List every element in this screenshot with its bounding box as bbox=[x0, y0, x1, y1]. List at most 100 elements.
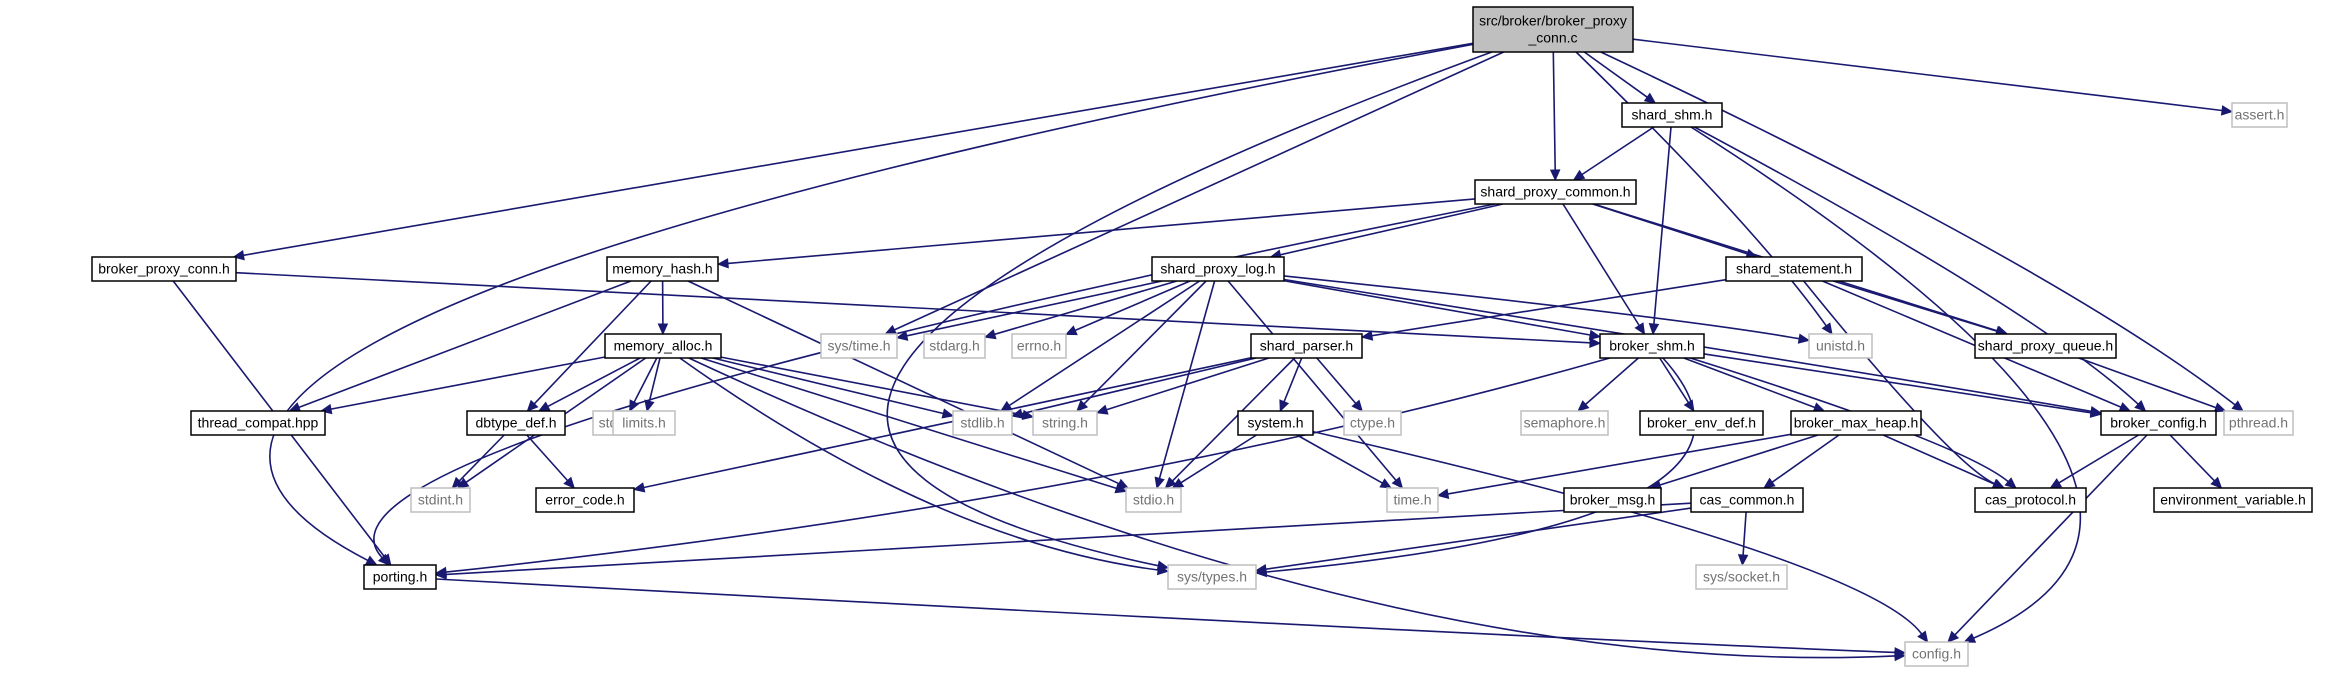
edge-shard_proxy_log_h-to-unistd_h bbox=[1283, 275, 1811, 344]
edge-arrowhead bbox=[563, 476, 576, 489]
node-limits-h: limits.h bbox=[612, 410, 676, 436]
edge-arrowhead bbox=[1894, 647, 1907, 658]
node-box bbox=[535, 487, 635, 513]
node-label: errno.h bbox=[1017, 338, 1061, 354]
node-label: environment_variable.h bbox=[2160, 492, 2306, 508]
node-label: shard_proxy_queue.h bbox=[1978, 338, 2113, 354]
node-label: string.h bbox=[1042, 415, 1088, 431]
node-environment-variable-h[interactable]: environment_variable.h bbox=[2153, 487, 2313, 513]
node-cas-common-h[interactable]: cas_common.h bbox=[1690, 487, 1804, 513]
node-shard-statement-h[interactable]: shard_statement.h bbox=[1725, 256, 1863, 282]
edge-line bbox=[1074, 280, 1191, 332]
edge-line bbox=[1371, 278, 1727, 337]
node-box bbox=[1639, 410, 1764, 436]
node-box bbox=[2153, 487, 2313, 513]
node-broker-shm-h[interactable]: broker_shm.h bbox=[1599, 333, 1705, 359]
edge-line bbox=[1742, 511, 1747, 556]
edge-arrowhead bbox=[451, 476, 464, 489]
node-broker-env-def-h[interactable]: broker_env_def.h bbox=[1639, 410, 1764, 436]
node-broker-msg-h[interactable]: broker_msg.h bbox=[1563, 487, 1662, 513]
node-shard-proxy-common-h[interactable]: shard_proxy_common.h bbox=[1474, 179, 1637, 205]
node-broker-max-heap-h[interactable]: broker_max_heap.h bbox=[1790, 410, 1922, 436]
node-label: limits.h bbox=[622, 415, 666, 431]
edge-line bbox=[298, 280, 632, 409]
edge-shard_proxy_queue_h-to-pthread_h bbox=[2078, 357, 2227, 413]
edges-layer bbox=[172, 38, 2244, 662]
edge-arrowhead bbox=[1963, 632, 1977, 643]
edge-line bbox=[1312, 430, 1923, 635]
edge-line bbox=[1703, 353, 2092, 414]
edge-arrowhead bbox=[1279, 399, 1290, 413]
edge-arrowhead bbox=[1391, 476, 1404, 489]
edge-arrowhead bbox=[629, 399, 640, 413]
node-label: sys/types.h bbox=[1177, 569, 1247, 585]
edge-line bbox=[1180, 434, 1257, 484]
node-box bbox=[1472, 6, 1634, 53]
node-memory-alloc-h[interactable]: memory_alloc.h bbox=[604, 333, 722, 359]
node-broker-proxy-conn-h[interactable]: broker_proxy_conn.h bbox=[91, 256, 237, 282]
edge-line bbox=[2058, 434, 2140, 484]
node-shard-parser-h[interactable]: shard_parser.h bbox=[1250, 333, 1363, 359]
node-broker-config-h[interactable]: broker_config.h bbox=[2100, 410, 2217, 436]
edge-arrowhead bbox=[632, 482, 646, 493]
node-label: semaphore.h bbox=[1524, 415, 1606, 431]
node-string-h: string.h bbox=[1032, 410, 1098, 436]
edge-system_h-to-config_h bbox=[1312, 430, 1929, 643]
node-box bbox=[1474, 179, 1637, 205]
edge-line bbox=[1283, 357, 1303, 402]
edge-arrowhead bbox=[1095, 404, 1109, 415]
edge-arrowhead bbox=[983, 329, 997, 340]
node-label: stdarg.h bbox=[929, 338, 980, 354]
node-dbtype-def-h[interactable]: dbtype_def.h bbox=[466, 410, 566, 436]
edge-broker_max_heap_h-to-broker_msg_h bbox=[1649, 434, 1819, 490]
edge-line bbox=[1158, 280, 1216, 479]
edge-broker_shm_h-to-broker_config_h bbox=[1703, 353, 2103, 418]
edge-arrowhead bbox=[1572, 169, 1586, 181]
node-box bbox=[1599, 333, 1705, 359]
edge-shard_parser_h-to-stdlib_h bbox=[1010, 357, 1257, 419]
node-shard-proxy-log-h[interactable]: shard_proxy_log.h bbox=[1151, 256, 1285, 282]
node-thread-compat-hpp[interactable]: thread_compat.hpp bbox=[190, 410, 326, 436]
node-box bbox=[2223, 410, 2294, 436]
edge-line bbox=[1683, 357, 1816, 409]
edge-shard_parser_h-to-system_h bbox=[1279, 357, 1303, 413]
edge-shard_shm_h-to-broker_config_h bbox=[1694, 126, 2147, 412]
edge-line bbox=[720, 356, 1024, 416]
edge-arrowhead bbox=[2049, 478, 2063, 489]
node-box bbox=[2100, 410, 2217, 436]
node-box bbox=[1167, 564, 1257, 590]
node-box bbox=[1250, 333, 1363, 359]
node-box bbox=[820, 333, 898, 359]
edge-line bbox=[1283, 275, 1800, 340]
node-label: shard_parser.h bbox=[1260, 338, 1353, 354]
edge-arrowhead bbox=[434, 569, 447, 580]
node-error-code-h[interactable]: error_code.h bbox=[535, 487, 635, 513]
edge-shard_shm_h-to-broker_shm_h bbox=[1648, 126, 1672, 336]
edge-arrowhead bbox=[380, 553, 392, 566]
edge-line bbox=[1803, 280, 1996, 485]
node-pthread-h: pthread.h bbox=[2223, 410, 2294, 436]
node-label: memory_alloc.h bbox=[614, 338, 713, 354]
edge-shard_proxy_log_h-to-stdio_h bbox=[1154, 280, 1216, 490]
node-porting-h[interactable]: porting.h bbox=[363, 564, 437, 590]
edge-line bbox=[1694, 126, 2139, 405]
edge-line bbox=[1296, 434, 1383, 484]
edge-shard_parser_h-to-stdio_h bbox=[1164, 357, 1296, 489]
node-label: time.h bbox=[1393, 492, 1431, 508]
node-system-h[interactable]: system.h bbox=[1237, 410, 1314, 436]
edge-line bbox=[1562, 203, 1640, 326]
edge-shard_proxy_common_h-to-memory_hash_h bbox=[716, 198, 1476, 269]
edge-arrowhead bbox=[1947, 630, 1960, 643]
node-cas-protocol-h[interactable]: cas_protocol.h bbox=[1974, 487, 2087, 513]
edge-broker_config_h-to-cas_protocol_h bbox=[2049, 434, 2140, 489]
edge-memory_alloc_h-to-stdlib_h bbox=[712, 357, 955, 419]
edge-shard_statement_h-to-shard_parser_h bbox=[1360, 278, 1727, 341]
node-memory-hash-h[interactable]: memory_hash.h bbox=[606, 256, 719, 282]
node-sys-socket-h: sys/socket.h bbox=[1695, 564, 1788, 590]
edge-memory_alloc_h-to-thread_compat_hpp bbox=[319, 356, 606, 415]
edge-line bbox=[1283, 278, 2092, 413]
node-shard-shm-h[interactable]: shard_shm.h bbox=[1621, 102, 1723, 128]
edge-line bbox=[1832, 280, 1997, 332]
edge-line bbox=[727, 198, 1476, 265]
node-shard-proxy-queue-h[interactable]: shard_proxy_queue.h bbox=[1974, 333, 2117, 359]
